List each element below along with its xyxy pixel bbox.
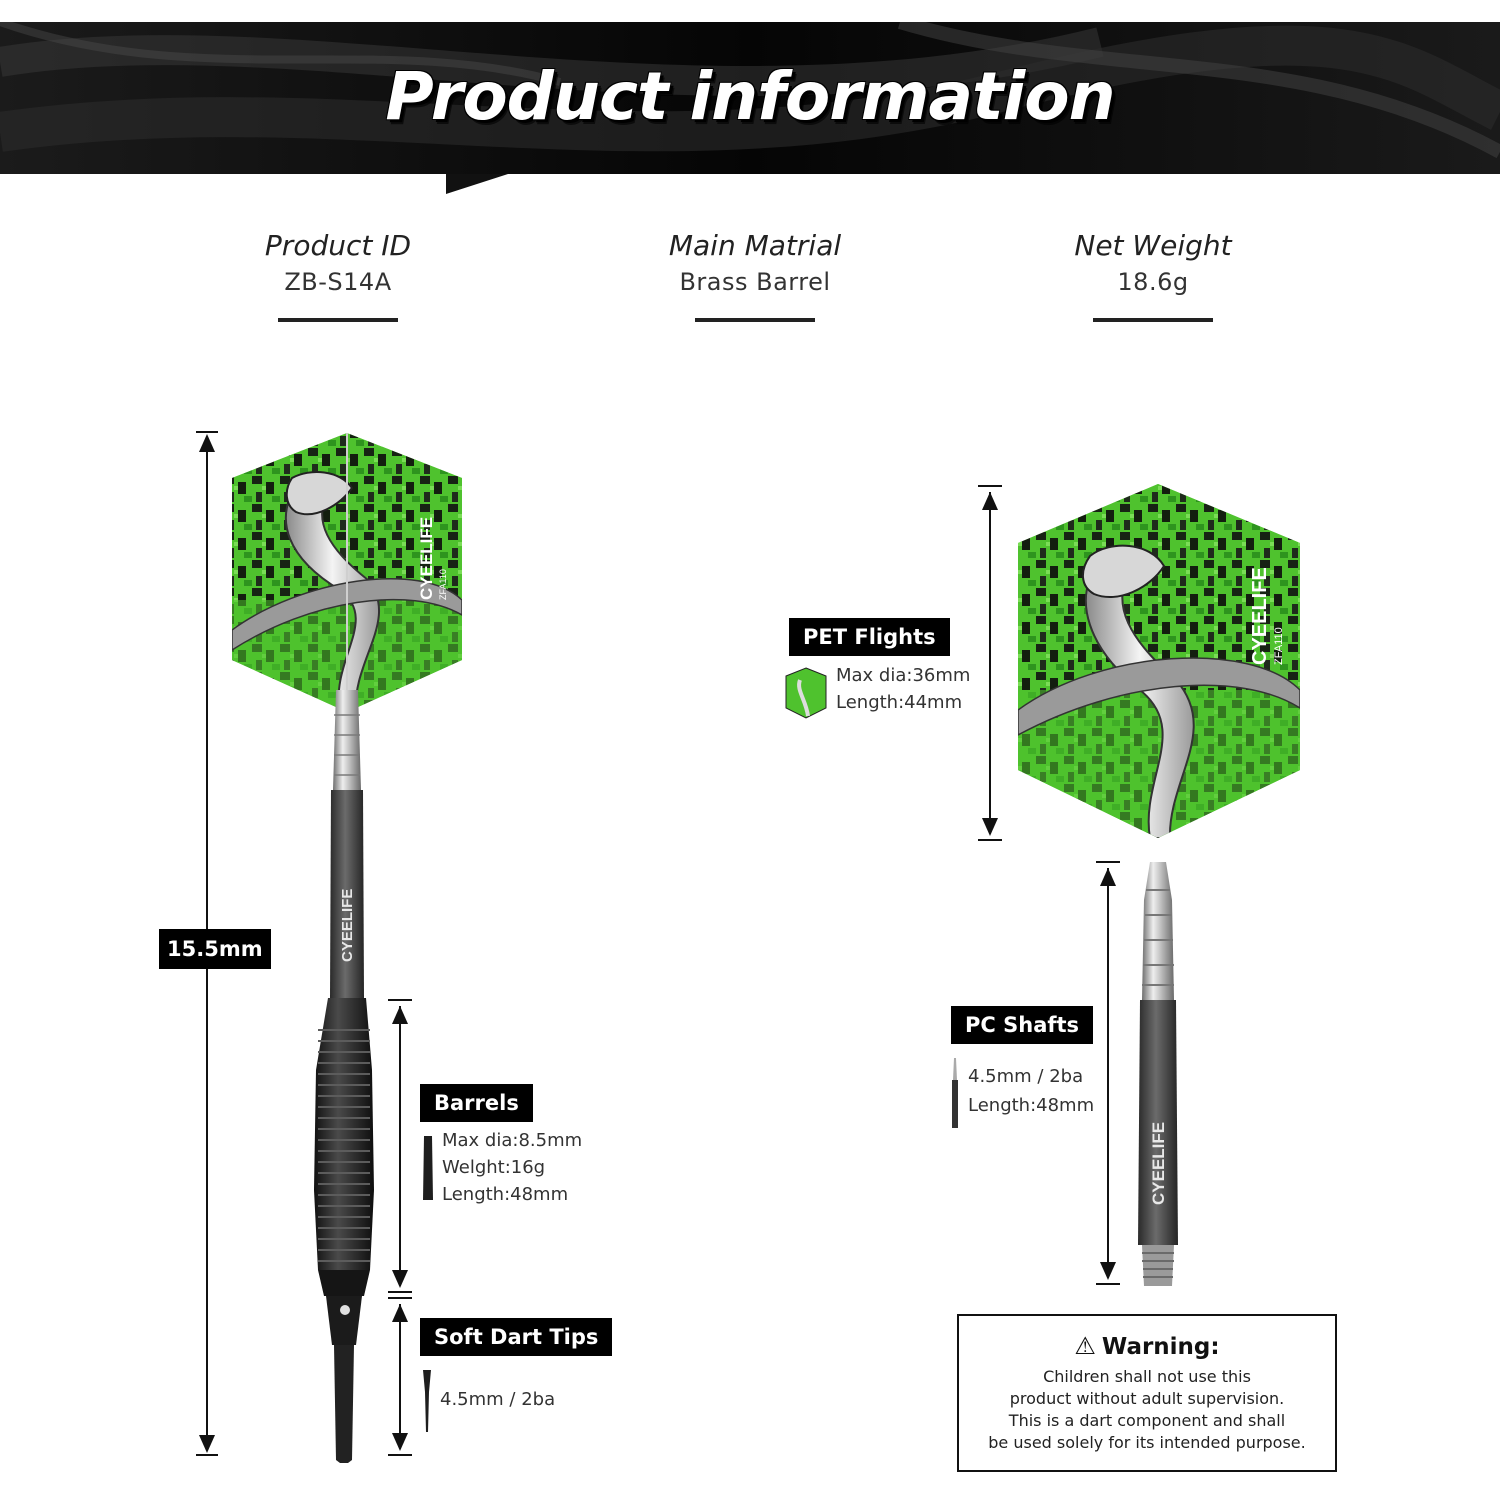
shaft-brand-text: CYEELIFE (1149, 1122, 1168, 1205)
tip-measure (388, 1297, 412, 1456)
flights-tag: PET Flights (789, 618, 950, 656)
flight-brand-text: CYEELIFE (417, 517, 436, 600)
warning-line: product without adult supervision. (1009, 1389, 1285, 1408)
spec-divider (695, 318, 815, 322)
flights-max-dia: Max dia:36mm (836, 665, 971, 686)
page-title: Product information (385, 58, 1115, 135)
header-banner (0, 22, 1500, 174)
flight-brand-text: CYEELIFE (1249, 567, 1271, 665)
left-dart: CYEELIFE (314, 690, 374, 1463)
left-flight: CYEELIFE ZFA110 (232, 433, 462, 712)
shafts-size: 4.5mm / 2ba (968, 1066, 1084, 1087)
banner-background (0, 22, 1500, 174)
barrels-weight: Welght:16g (442, 1157, 546, 1178)
shafts-length: Length:48mm (968, 1095, 1095, 1116)
flight-code-text: ZFA110 (438, 569, 448, 600)
tips-tag: Soft Dart Tips (420, 1318, 613, 1356)
spec-label: Net Weight (1074, 229, 1232, 262)
barrels-details: Max dia:8.5mm Welght:16g Length:48mm (442, 1127, 582, 1208)
warning-box: ⚠Warning: Children shall not use this pr… (957, 1314, 1337, 1472)
warning-line: be used solely for its intended purpose. (988, 1433, 1306, 1452)
spec-divider (1093, 318, 1213, 322)
spec-divider (278, 318, 398, 322)
spec-main-material: Main Matrial Brass Barrel (595, 228, 915, 322)
flights-details: Max dia:36mm Length:44mm (836, 662, 970, 716)
barrels-length: Length:48mm (442, 1184, 569, 1205)
spec-value: Brass Barrel (679, 268, 831, 296)
shafts-details: 4.5mm / 2ba Length:48mm (968, 1062, 1094, 1120)
banner-pointer (446, 174, 508, 194)
tips-details: 4.5mm / 2ba (440, 1386, 555, 1413)
total-length-label: 15.5mm (159, 929, 271, 969)
warning-icon: ⚠ (1074, 1332, 1096, 1360)
spec-label: Main Matrial (668, 229, 842, 262)
spec-label: Product ID (264, 229, 412, 262)
spec-net-weight: Net Weight 18.6g (993, 228, 1313, 322)
warning-line: This is a dart component and shall (1008, 1411, 1286, 1430)
barrels-max-dia: Max dia:8.5mm (442, 1130, 583, 1151)
shaft-mini-icon (952, 1058, 958, 1128)
warning-title-text: Warning: (1101, 1334, 1220, 1360)
right-flight: CYEELIFE ZFA110 (1018, 484, 1300, 838)
flight-measure (978, 485, 1002, 841)
barrels-tag: Barrels (420, 1084, 533, 1122)
tips-size: 4.5mm / 2ba (440, 1389, 556, 1410)
spec-product-id: Product ID ZB-S14A (178, 228, 498, 322)
barrel-measure (388, 999, 412, 1293)
warning-line: Children shall not use this (1043, 1367, 1251, 1386)
flights-length: Length:44mm (836, 692, 963, 713)
shafts-tag: PC Shafts (951, 1006, 1094, 1044)
warning-title: ⚠Warning: (959, 1332, 1335, 1360)
spec-value: ZB-S14A (284, 268, 392, 296)
spec-value: 18.6g (1117, 268, 1189, 296)
flight-mini-icon (785, 667, 827, 719)
shaft-brand-text: CYEELIFE (339, 889, 356, 962)
shaft-measure (1096, 861, 1120, 1285)
warning-body: Children shall not use this product with… (959, 1366, 1335, 1454)
right-shaft: CYEELIFE (1138, 862, 1178, 1286)
tip-mini-icon (423, 1370, 431, 1432)
flight-code-text: ZFA110 (1273, 627, 1285, 665)
barrel-mini-icon (423, 1136, 433, 1200)
